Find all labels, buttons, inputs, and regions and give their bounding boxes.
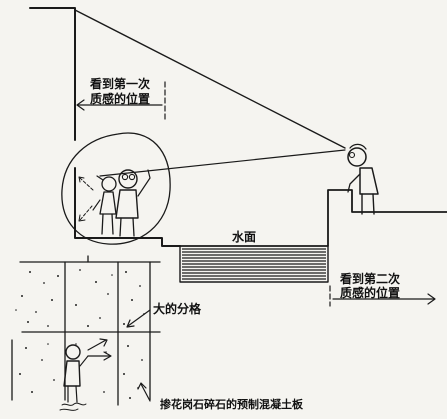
observer-person [347,143,379,215]
panel-wall [11,255,161,406]
second-view-label-line2: 质感的位置 [340,285,400,300]
person-bottom [59,344,89,411]
water-basin [179,189,447,283]
first-view-label-line1: 看到第一次 [90,76,150,91]
person-right [115,169,151,237]
highlight-circle [61,132,171,245]
sight-line-middle [99,149,346,177]
first-view-dimension [76,81,166,123]
wall-section [29,7,181,247]
second-view-label-line1: 看到第二次 [340,271,400,286]
second-view-dimension [329,285,436,307]
concrete-panel-label: 掺花岗石碎石的预制混凝土板 [160,397,304,411]
concrete-panel-arrow [137,382,151,402]
concrete-speckles [15,269,145,399]
large-grid-arrow [126,309,151,328]
water-surface-label: 水面 [232,229,256,244]
water-hatching [182,248,326,280]
gaze-arrows-bottom [87,338,112,361]
sight-line-top [74,9,346,149]
first-view-label-line2: 质感的位置 [90,91,150,106]
person-left [92,175,117,235]
gaze-arrows-circle [78,176,94,222]
large-grid-label: 大的分格 [153,301,202,316]
